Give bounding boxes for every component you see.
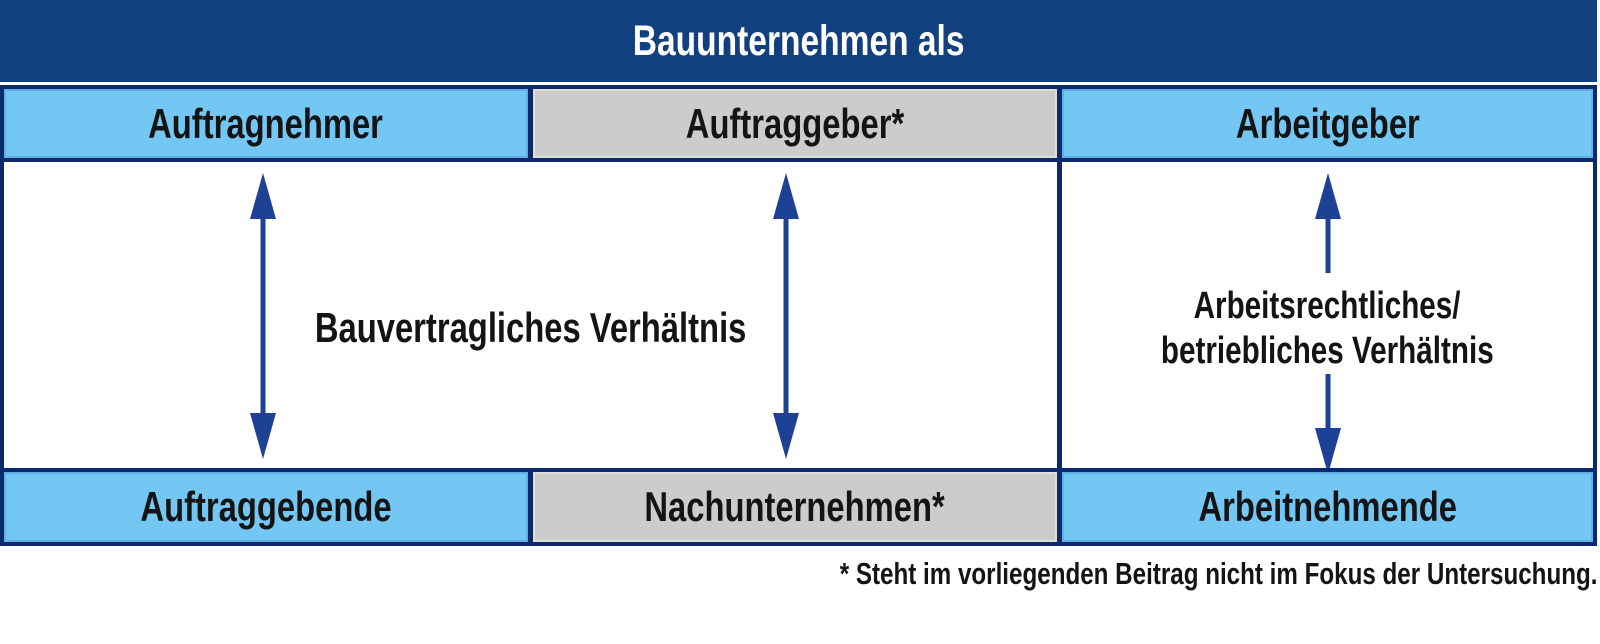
bottom-label-row: Auftraggebende Nachunternehmen* Arbeitne…	[0, 468, 1597, 546]
arrow-down-icon	[1310, 374, 1346, 485]
cell-arbeitnehmende: Arbeitnehmende	[1062, 472, 1593, 542]
diagram-title: Bauunternehmen als	[632, 16, 965, 65]
top-label-row: Auftragnehmer Auftraggeber* Arbeitgeber	[0, 85, 1597, 162]
bauvertragliches-verhaeltnis-area: Bauvertragliches Verhältnis	[4, 162, 1057, 493]
relationship-band: Bauvertragliches Verhältnis Arbeitsrecht…	[0, 162, 1597, 493]
cell-auftraggeber: Auftraggeber*	[533, 89, 1057, 158]
footnote-text: * Steht im vorliegenden Beitrag nicht im…	[839, 556, 1597, 591]
cell-auftraggeber-label: Auftraggeber*	[685, 99, 905, 147]
arbeitsrechtliches-verhaeltnis-label: Arbeitsrechtliches/ betriebliches Verhäl…	[1161, 285, 1494, 372]
cell-arbeitgeber-label: Arbeitgeber	[1235, 99, 1420, 147]
double-arrow-icon	[245, 173, 281, 469]
double-arrow-icon	[768, 173, 804, 469]
header-band: Bauunternehmen als	[0, 0, 1597, 82]
cell-auftragnehmer-label: Auftragnehmer	[148, 99, 384, 147]
footnote: * Steht im vorliegenden Beitrag nicht im…	[626, 556, 1597, 592]
cell-auftraggebende: Auftraggebende	[4, 472, 528, 542]
cell-arbeitnehmende-label: Arbeitnehmende	[1198, 483, 1457, 530]
arrow-up-icon	[1310, 173, 1346, 284]
cell-arbeitgeber: Arbeitgeber	[1062, 89, 1593, 158]
cell-auftragnehmer: Auftragnehmer	[4, 89, 528, 158]
cell-nachunternehmen: Nachunternehmen*	[533, 472, 1057, 542]
arbeitsrechtliches-verhaeltnis-area: Arbeitsrechtliches/ betriebliches Verhäl…	[1062, 162, 1593, 493]
cell-nachunternehmen-label: Nachunternehmen*	[644, 483, 946, 530]
column-divider	[1057, 162, 1062, 493]
cell-auftraggebende-label: Auftraggebende	[140, 483, 392, 530]
bauvertragliches-verhaeltnis-label: Bauvertragliches Verhältnis	[314, 303, 747, 351]
